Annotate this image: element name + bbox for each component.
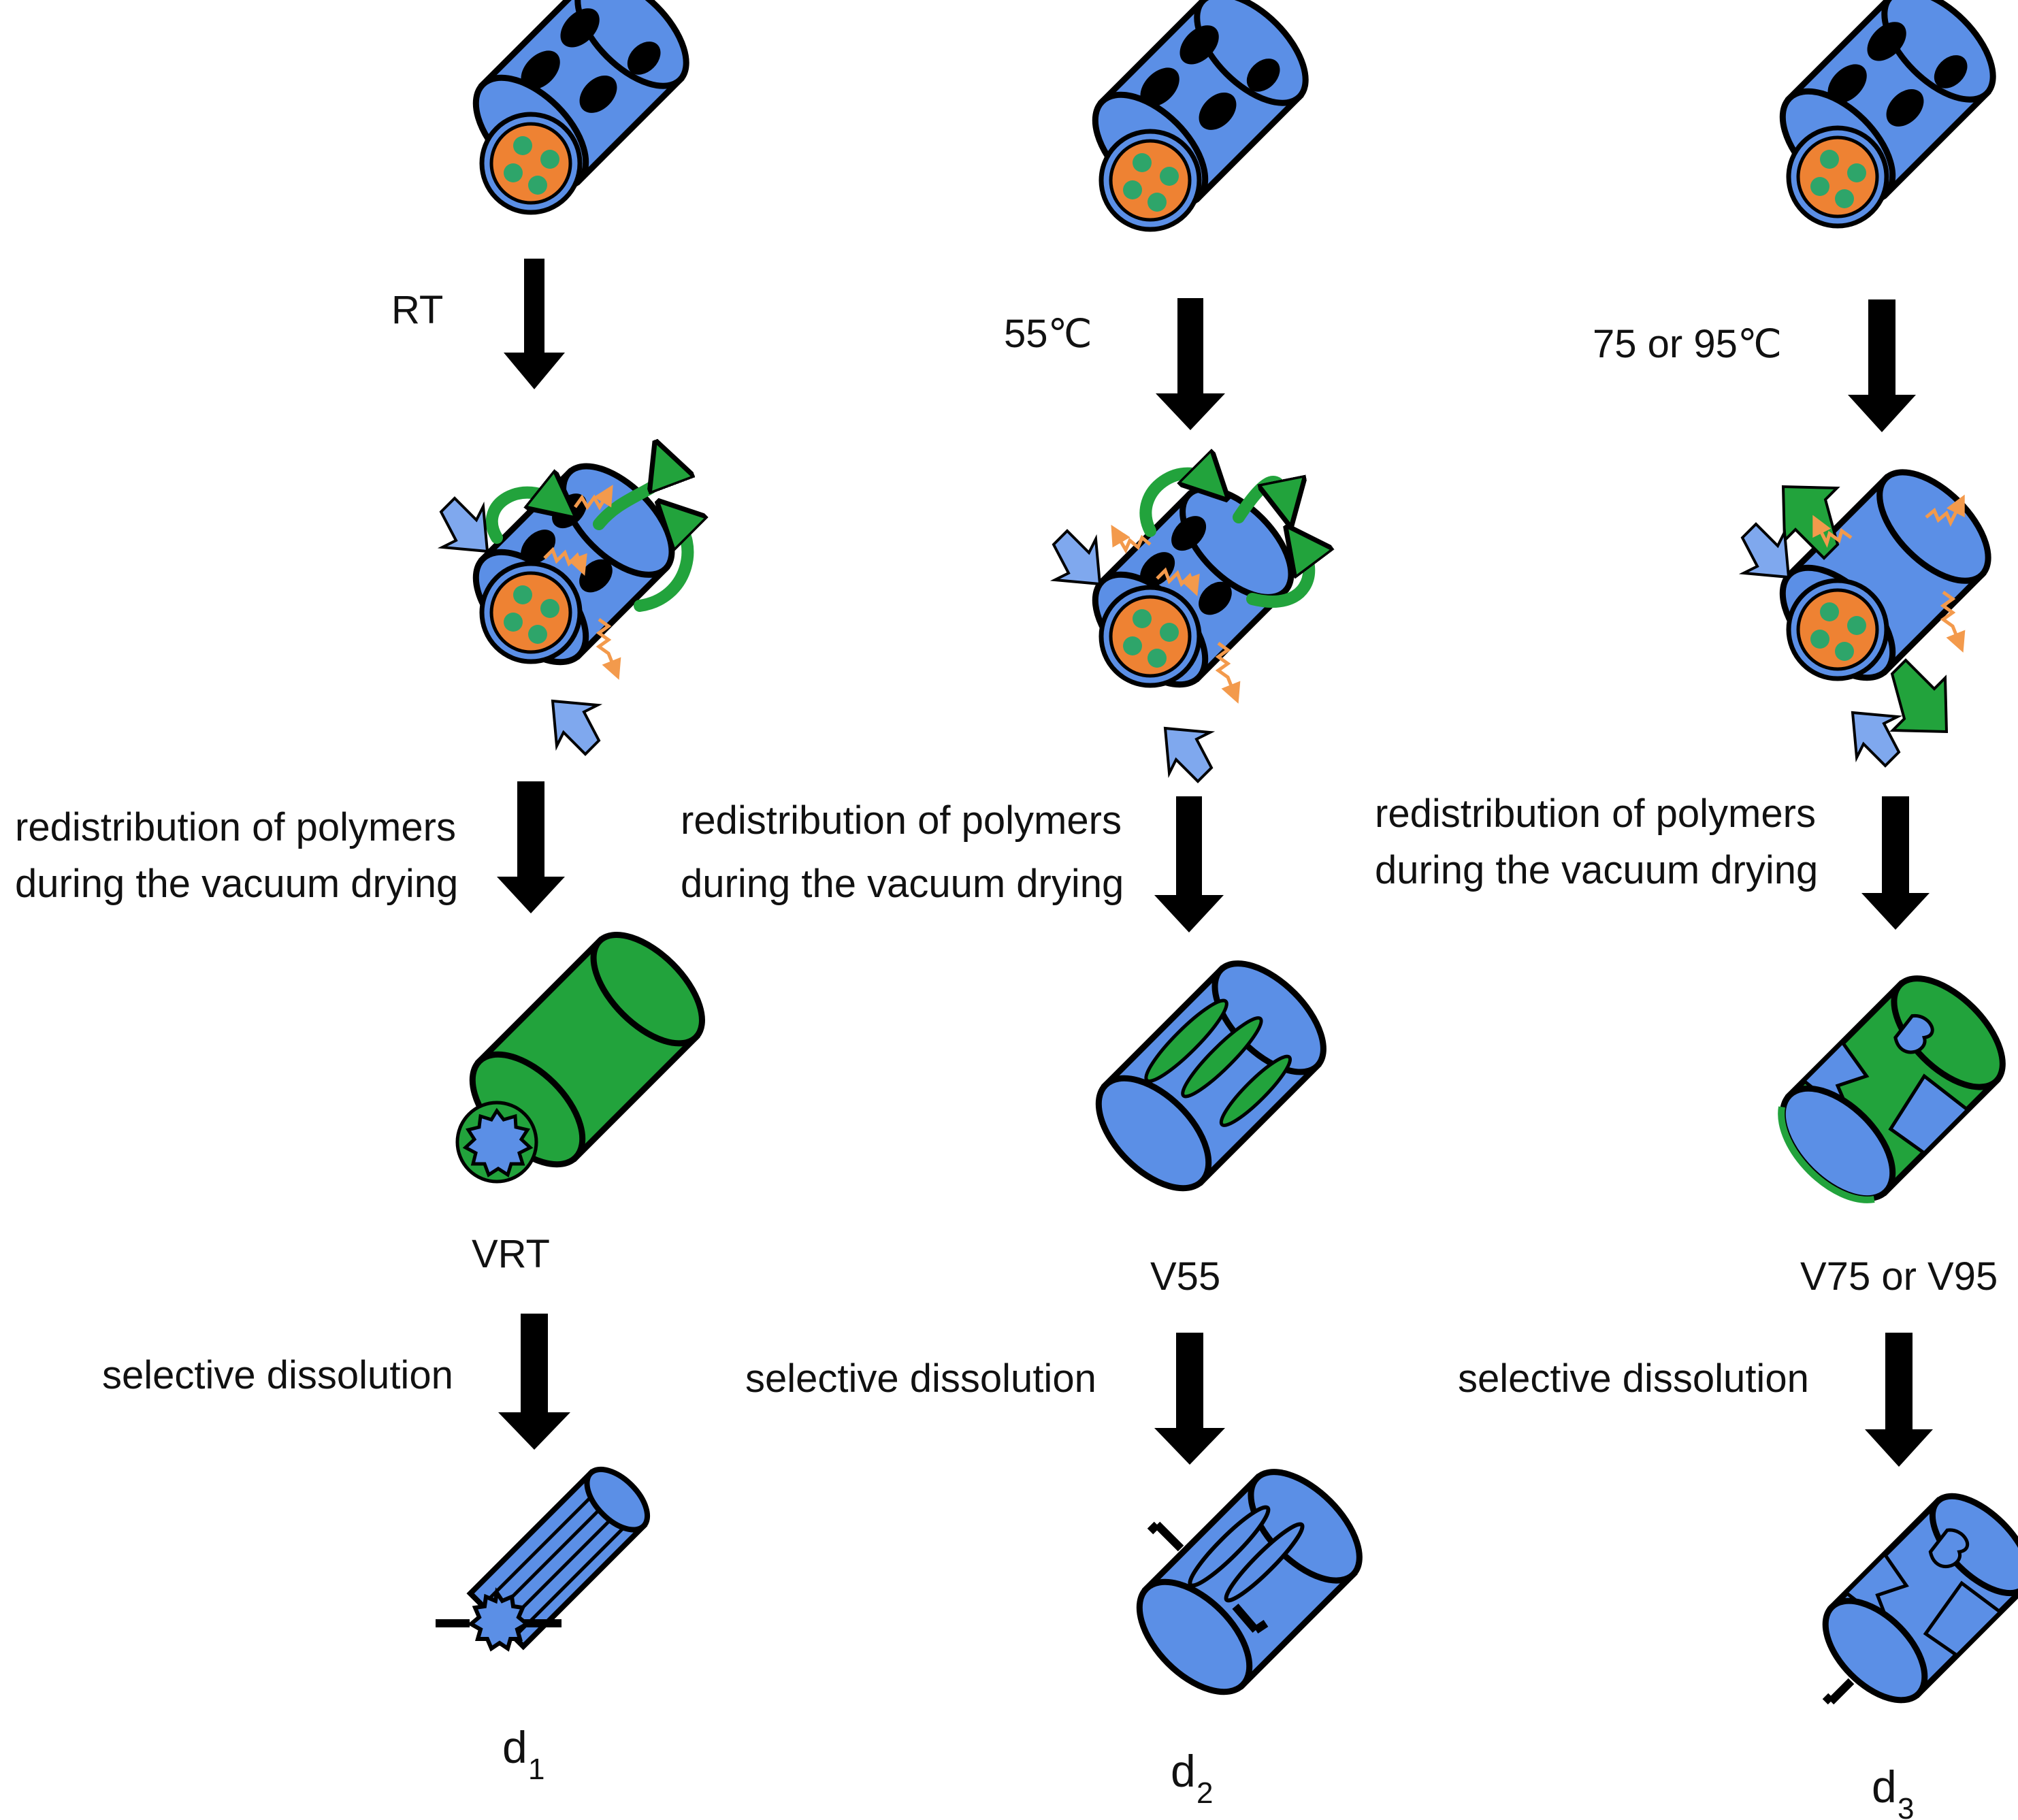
process-arrow-3a <box>1848 299 1916 432</box>
step-text-1b: during the vacuum drying <box>15 862 458 906</box>
fiber-core-2 <box>1098 129 1202 232</box>
process-arrow-1a <box>504 259 565 389</box>
dissolution-text-1: selective dissolution <box>102 1353 453 1397</box>
result-sub-1: 1 <box>528 1753 544 1786</box>
fiber-core-2b <box>1098 585 1202 688</box>
green-curl-arrows-2 <box>1139 474 1309 608</box>
step-text-1a: redistribution of polymers <box>15 805 456 849</box>
result-label-2: d <box>1171 1746 1196 1796</box>
process-arrow-1b <box>497 781 565 913</box>
column-1: RT <box>15 0 721 1786</box>
dissolution-text-3: selective dissolution <box>1458 1356 1809 1401</box>
sample-name-3: V75 or V95 <box>1800 1254 1998 1299</box>
step-text-2a: redistribution of polymers <box>681 798 1122 843</box>
d2-fragments <box>1147 1521 1269 1634</box>
compression-arrows-3 <box>1738 522 1903 768</box>
green-curl-arrows-1 <box>486 463 688 612</box>
condition-label-1: RT <box>391 288 443 332</box>
v55-fiber <box>1095 960 1327 1192</box>
d3-fiber <box>1822 1493 2018 1704</box>
sample-name-1: VRT <box>472 1232 550 1276</box>
process-arrow-3b <box>1861 796 1930 930</box>
condition-label-3: 75 or 95℃ <box>1593 322 1782 366</box>
fiber-core-1b <box>479 561 583 664</box>
evaporation-waves-1 <box>543 485 621 680</box>
d3-fragments <box>1822 1678 1855 1705</box>
d2-fiber <box>1136 1469 1363 1695</box>
result-sub-3: 3 <box>1898 1792 1914 1820</box>
d1-core <box>436 1587 562 1652</box>
vrt-fiber <box>469 932 705 1168</box>
fiber-core-1 <box>479 112 583 215</box>
evaporation-waves-3 <box>1812 494 1966 653</box>
compression-arrows-2 <box>1049 529 1216 783</box>
result-label-1: d <box>502 1722 527 1772</box>
compression-arrows-1 <box>437 496 603 756</box>
process-arrow-3c <box>1865 1333 1933 1467</box>
result-sub-2: 2 <box>1197 1776 1213 1810</box>
result-label-3: d <box>1872 1761 1897 1812</box>
process-arrow-1c <box>498 1314 570 1450</box>
process-arrow-2b <box>1154 796 1224 932</box>
step-text-2b: during the vacuum drying <box>681 862 1124 906</box>
process-arrow-2c <box>1154 1333 1225 1465</box>
step-text-3a: redistribution of polymers <box>1375 792 1816 836</box>
process-arrow-2a <box>1156 298 1225 430</box>
sample-name-2: V55 <box>1150 1254 1220 1299</box>
column-2: 55℃ <box>681 0 1363 1810</box>
column-3: 75 or 95℃ redistributi <box>1375 0 2018 1820</box>
dissolution-text-2: selective dissolution <box>745 1356 1096 1401</box>
v75-fiber <box>1778 975 2006 1203</box>
fiber-core-3 <box>1786 125 1889 229</box>
condition-label-2: 55℃ <box>1004 312 1092 356</box>
fiber-core-3b <box>1786 578 1889 681</box>
step-text-3b: during the vacuum drying <box>1375 848 1818 892</box>
evaporation-waves-2 <box>1111 525 1241 704</box>
vrt-core <box>455 1101 538 1184</box>
